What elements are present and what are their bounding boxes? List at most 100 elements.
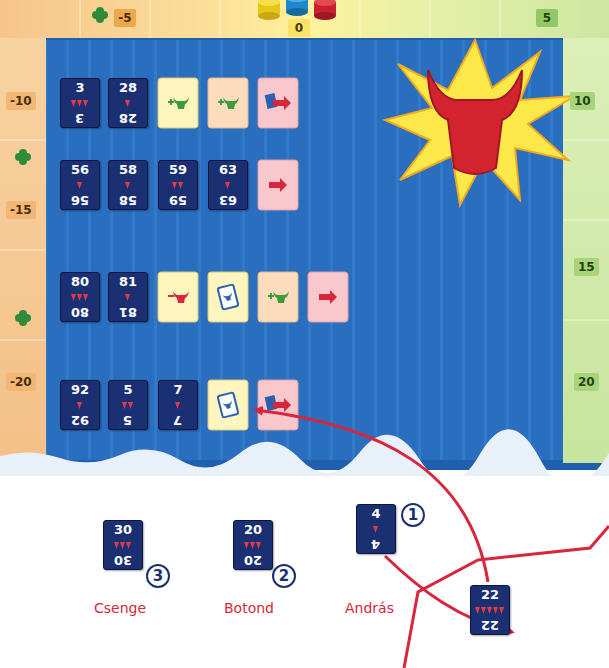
card-number: 59 (169, 163, 187, 177)
number-card: 56 56 (60, 160, 100, 210)
card-number: 7 (173, 413, 182, 427)
bull-marker (493, 607, 498, 614)
card-number: 63 (219, 163, 237, 177)
score-mark: -5 (114, 9, 136, 27)
callout-number: 3 (146, 564, 170, 588)
card-number: 30 (114, 523, 132, 537)
bull-marker (120, 542, 125, 549)
number-card: 77 (158, 380, 198, 430)
card-number: 58 (119, 163, 137, 177)
bull-marker (475, 607, 480, 614)
bull-marker (77, 100, 82, 107)
bull-marker (125, 294, 130, 301)
card-number: 56 (71, 163, 89, 177)
score-mark: 5 (536, 9, 558, 27)
bull-marker (125, 100, 130, 107)
bull-marker (71, 294, 76, 301)
callout-number: 2 (272, 564, 296, 588)
bull-markers (236, 541, 270, 550)
bull-marker (256, 542, 261, 549)
number-card: 55 (108, 380, 148, 430)
card-number: 3 (75, 81, 84, 95)
card-number: 63 (219, 193, 237, 207)
bull-markers (473, 606, 507, 615)
number-card: 30 30 (103, 520, 143, 570)
score-mark: 0 (288, 19, 310, 37)
score-mark: -20 (6, 373, 36, 391)
bull-markers (111, 401, 145, 410)
card-number: 81 (119, 275, 137, 289)
bull-marker (175, 402, 180, 409)
bull-markers (63, 293, 97, 302)
number-card: 28 28 (108, 78, 148, 128)
score-mark: 10 (570, 92, 595, 110)
card-number: 4 (371, 507, 380, 521)
card-number: 58 (119, 193, 137, 207)
card-number: 5 (123, 413, 132, 427)
bull-marker (178, 182, 183, 189)
number-card: 58 58 (108, 160, 148, 210)
bull-marker (481, 607, 486, 614)
bull-marker (126, 542, 131, 549)
score-mark: 15 (574, 258, 599, 276)
bull-marker (172, 182, 177, 189)
card-number: 80 (71, 275, 89, 289)
card-number: 22 (481, 588, 499, 602)
number-card: 8181 (108, 272, 148, 322)
number-card: 44 (356, 504, 396, 554)
number-card: 92 92 (60, 380, 100, 430)
bull-marker (83, 294, 88, 301)
score-mark: -10 (6, 92, 36, 110)
card-number: 56 (71, 193, 89, 207)
bull-markers (63, 181, 97, 190)
score-mark: 20 (574, 373, 599, 391)
card-number: 20 (244, 523, 262, 537)
card-number: 28 (119, 111, 137, 125)
card-number: 28 (119, 81, 137, 95)
bull-markers (211, 181, 245, 190)
bull-markers (63, 99, 97, 108)
bull-marker (71, 100, 76, 107)
card-number: 22 (481, 618, 499, 632)
score-mark: -15 (6, 201, 36, 219)
number-card: 22 22 (470, 585, 510, 635)
bull-marker (499, 607, 504, 614)
bull-markers (161, 181, 195, 190)
bull-marker (244, 542, 249, 549)
bull-marker (77, 294, 82, 301)
bull-marker (373, 526, 378, 533)
card-number: 80 (71, 305, 89, 319)
bull-markers (111, 293, 145, 302)
bull-marker (250, 542, 255, 549)
player-name: Botond (224, 600, 274, 616)
number-card: 63 63 (208, 160, 248, 210)
bull-marker (77, 402, 82, 409)
bull-marker (77, 182, 82, 189)
bull-markers (359, 525, 393, 534)
card-number: 7 (173, 383, 182, 397)
card-number: 5 (123, 383, 132, 397)
bull-marker (83, 100, 88, 107)
bull-marker (125, 182, 130, 189)
bull-markers (111, 181, 145, 190)
number-card: 2020 (233, 520, 273, 570)
bull-marker (487, 607, 492, 614)
callout-number: 1 (401, 503, 425, 527)
card-number: 20 (244, 553, 262, 567)
bull-marker (225, 182, 230, 189)
bull-markers (106, 541, 140, 550)
bull-markers (111, 99, 145, 108)
card-number: 3 (75, 111, 84, 125)
card-number: 30 (114, 553, 132, 567)
card-number: 92 (71, 383, 89, 397)
bull-marker (114, 542, 119, 549)
card-number: 59 (169, 193, 187, 207)
number-card: 33 (60, 78, 100, 128)
bull-markers (63, 401, 97, 410)
card-number: 4 (371, 537, 380, 551)
card-number: 92 (71, 413, 89, 427)
bull-marker (128, 402, 133, 409)
bull-marker (122, 402, 127, 409)
number-card: 80 80 (60, 272, 100, 322)
